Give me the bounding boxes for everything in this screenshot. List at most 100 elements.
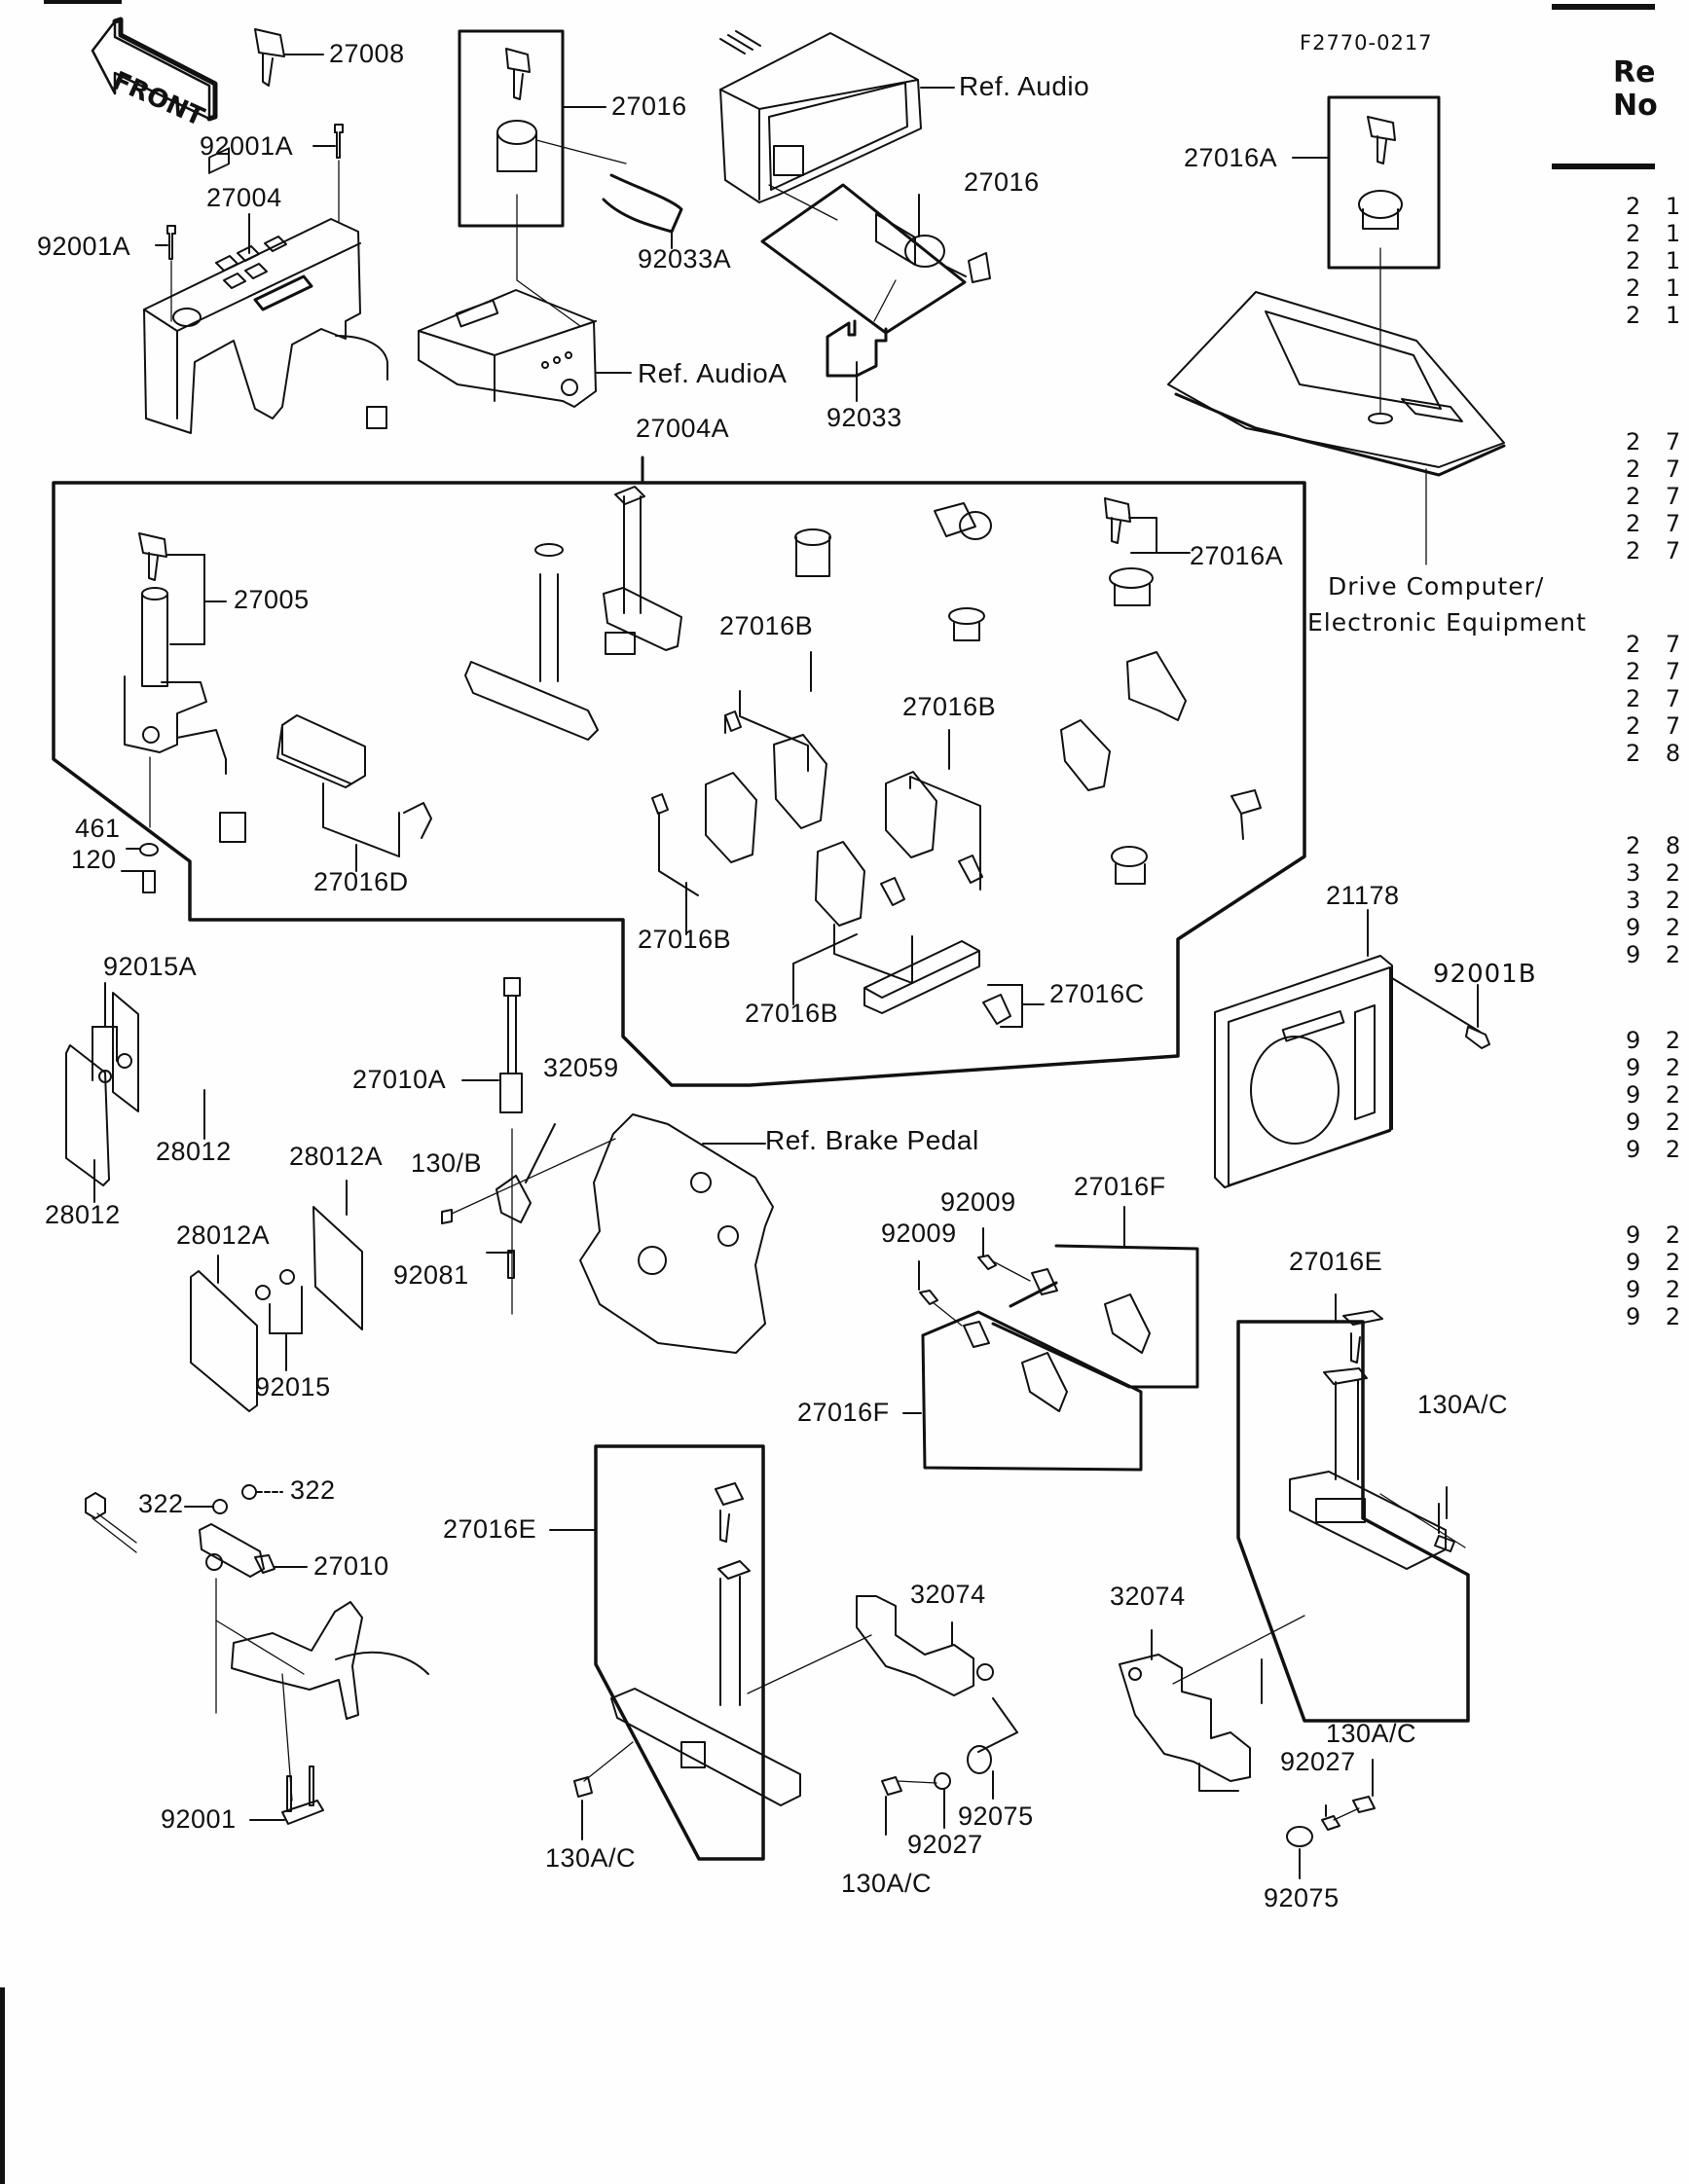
callout-92015: 92015 bbox=[255, 1372, 331, 1401]
table-row: 9 2 bbox=[1626, 941, 1689, 968]
audio-unit-A bbox=[418, 289, 632, 408]
callout-28012A-a: 28012A bbox=[289, 1142, 384, 1171]
lock-box-27016-top bbox=[458, 29, 627, 327]
switch-27010 bbox=[85, 1484, 429, 1825]
callout-ref-audio: Ref. Audio bbox=[959, 71, 1090, 101]
callout-130AC-c2: 130A/C bbox=[841, 1869, 933, 1898]
callout-27005: 27005 bbox=[234, 585, 310, 614]
corner-rule bbox=[44, 0, 122, 4]
callout-120: 120 bbox=[71, 845, 117, 874]
table-row: 9 2 bbox=[1626, 1136, 1689, 1163]
table-row: 9 2 bbox=[1626, 1303, 1689, 1330]
callout-27010A: 27010A bbox=[352, 1065, 447, 1094]
lock-box-27016F bbox=[902, 1206, 1199, 1472]
callout-32059: 32059 bbox=[543, 1053, 619, 1082]
callout-92033: 92033 bbox=[826, 403, 902, 432]
console-27004 bbox=[143, 147, 388, 434]
switch-27016D bbox=[276, 714, 432, 872]
callout-130B: 130/B bbox=[411, 1148, 483, 1178]
table-header-line2: No bbox=[1613, 89, 1658, 123]
table-row: 2 7 bbox=[1626, 510, 1689, 537]
fasteners-center bbox=[881, 1745, 994, 1836]
callout-28012-a: 28012 bbox=[156, 1137, 232, 1166]
callout-21178: 21178 bbox=[1326, 881, 1400, 910]
callout-92009-b: 92009 bbox=[881, 1219, 957, 1248]
table-row: 9 2 bbox=[1626, 1221, 1689, 1249]
column-lock-27016E-right bbox=[1236, 1293, 1470, 1723]
callout-27016A-top: 27016A bbox=[1184, 143, 1278, 172]
table-row: 3 2 bbox=[1626, 887, 1689, 914]
table-header-line1: Re bbox=[1613, 55, 1656, 90]
callout-92001: 92001 bbox=[161, 1804, 237, 1834]
reflector-28012 bbox=[65, 982, 205, 1203]
table-row: 9 2 bbox=[1626, 1276, 1689, 1303]
table-header: Re No bbox=[1613, 56, 1658, 123]
column-lock-b bbox=[603, 486, 682, 655]
audio-unit bbox=[719, 30, 955, 221]
bracket-32074-center bbox=[856, 1595, 1018, 1753]
lock-group-27016B bbox=[651, 651, 983, 1005]
frame-27004A bbox=[52, 455, 1306, 1087]
table-row: 2 8 bbox=[1626, 832, 1689, 859]
table-row: 9 2 bbox=[1626, 1249, 1689, 1276]
page-edge-bar bbox=[0, 1987, 5, 2184]
front-arrow-icon: FRONT bbox=[91, 17, 218, 132]
callout-28012A-b: 28012A bbox=[176, 1220, 271, 1250]
callout-92027-right: 92027 bbox=[1280, 1747, 1356, 1776]
callout-27016B-4: 27016B bbox=[745, 999, 839, 1028]
clip-92033 bbox=[826, 319, 888, 402]
callout-32074-right: 32074 bbox=[1110, 1582, 1186, 1611]
callout-461: 461 bbox=[75, 814, 121, 843]
table-top-rule bbox=[1552, 4, 1655, 10]
callout-92075-center: 92075 bbox=[958, 1802, 1034, 1831]
column-lock-a bbox=[464, 543, 599, 741]
bracket-32074-right bbox=[1119, 1615, 1305, 1792]
lock-cylinders-group bbox=[794, 497, 1262, 885]
callout-92081: 92081 bbox=[393, 1260, 469, 1290]
callout-130AC-r1: 130A/C bbox=[1417, 1390, 1509, 1419]
callout-27016-box: 27016 bbox=[611, 91, 687, 121]
table-row: 2 7 bbox=[1626, 428, 1689, 455]
callout-322-a: 322 bbox=[138, 1489, 184, 1518]
table-row: 2 7 bbox=[1626, 685, 1689, 712]
line-art: FRONT bbox=[52, 17, 1506, 1879]
callout-92033A: 92033A bbox=[638, 244, 732, 273]
table-row: 2 8 bbox=[1626, 740, 1689, 767]
table-row: 2 7 bbox=[1626, 483, 1689, 510]
table-row: 2 7 bbox=[1626, 631, 1689, 658]
callout-ref-audioA: Ref. AudioA bbox=[638, 358, 788, 388]
lock-diamond-27016 bbox=[760, 183, 991, 335]
fasteners-right bbox=[1286, 1759, 1376, 1879]
callout-92027-center: 92027 bbox=[907, 1830, 983, 1859]
callout-27016F-b: 27016F bbox=[797, 1398, 890, 1427]
table-row: 9 2 bbox=[1626, 1027, 1689, 1054]
callout-27016F-a: 27016F bbox=[1074, 1172, 1166, 1201]
callout-27016B-1: 27016B bbox=[719, 611, 814, 640]
callout-27016C: 27016C bbox=[1049, 979, 1145, 1008]
clip-92033A bbox=[602, 173, 683, 249]
callout-322-b: 322 bbox=[290, 1475, 336, 1505]
switch-27010A bbox=[441, 977, 616, 1315]
callout-27016E-right: 27016E bbox=[1289, 1247, 1383, 1276]
table-row: 9 2 bbox=[1626, 1054, 1689, 1081]
callout-92001A-left: 92001A bbox=[37, 232, 131, 261]
figure-code: F2770-0217 bbox=[1300, 31, 1433, 55]
callout-27016-diamond: 27016 bbox=[964, 167, 1040, 197]
drive-computer-label-2: Electronic Equipment bbox=[1307, 608, 1587, 637]
reflector-28012A bbox=[190, 1180, 363, 1412]
callout-27016E-center: 27016E bbox=[443, 1514, 537, 1544]
callout-27016B-3: 27016B bbox=[638, 925, 732, 954]
table-row: 2 7 bbox=[1626, 455, 1689, 483]
table-row: 2 7 bbox=[1626, 658, 1689, 685]
table-row: 2 1 bbox=[1626, 302, 1689, 329]
callout-92001B: 92001B bbox=[1433, 960, 1537, 989]
table-row: 2 7 bbox=[1626, 537, 1689, 564]
table-header-rule bbox=[1552, 164, 1655, 169]
callout-130AC-c1: 130A/C bbox=[545, 1843, 637, 1873]
callout-92009-a: 92009 bbox=[940, 1187, 1016, 1217]
table-row: 2 7 bbox=[1626, 712, 1689, 740]
lock-box-27016A-top bbox=[1292, 95, 1441, 270]
brake-pedal-assembly bbox=[579, 1113, 774, 1354]
table-row: 2 1 bbox=[1626, 274, 1689, 302]
callout-32074-center: 32074 bbox=[910, 1580, 986, 1609]
